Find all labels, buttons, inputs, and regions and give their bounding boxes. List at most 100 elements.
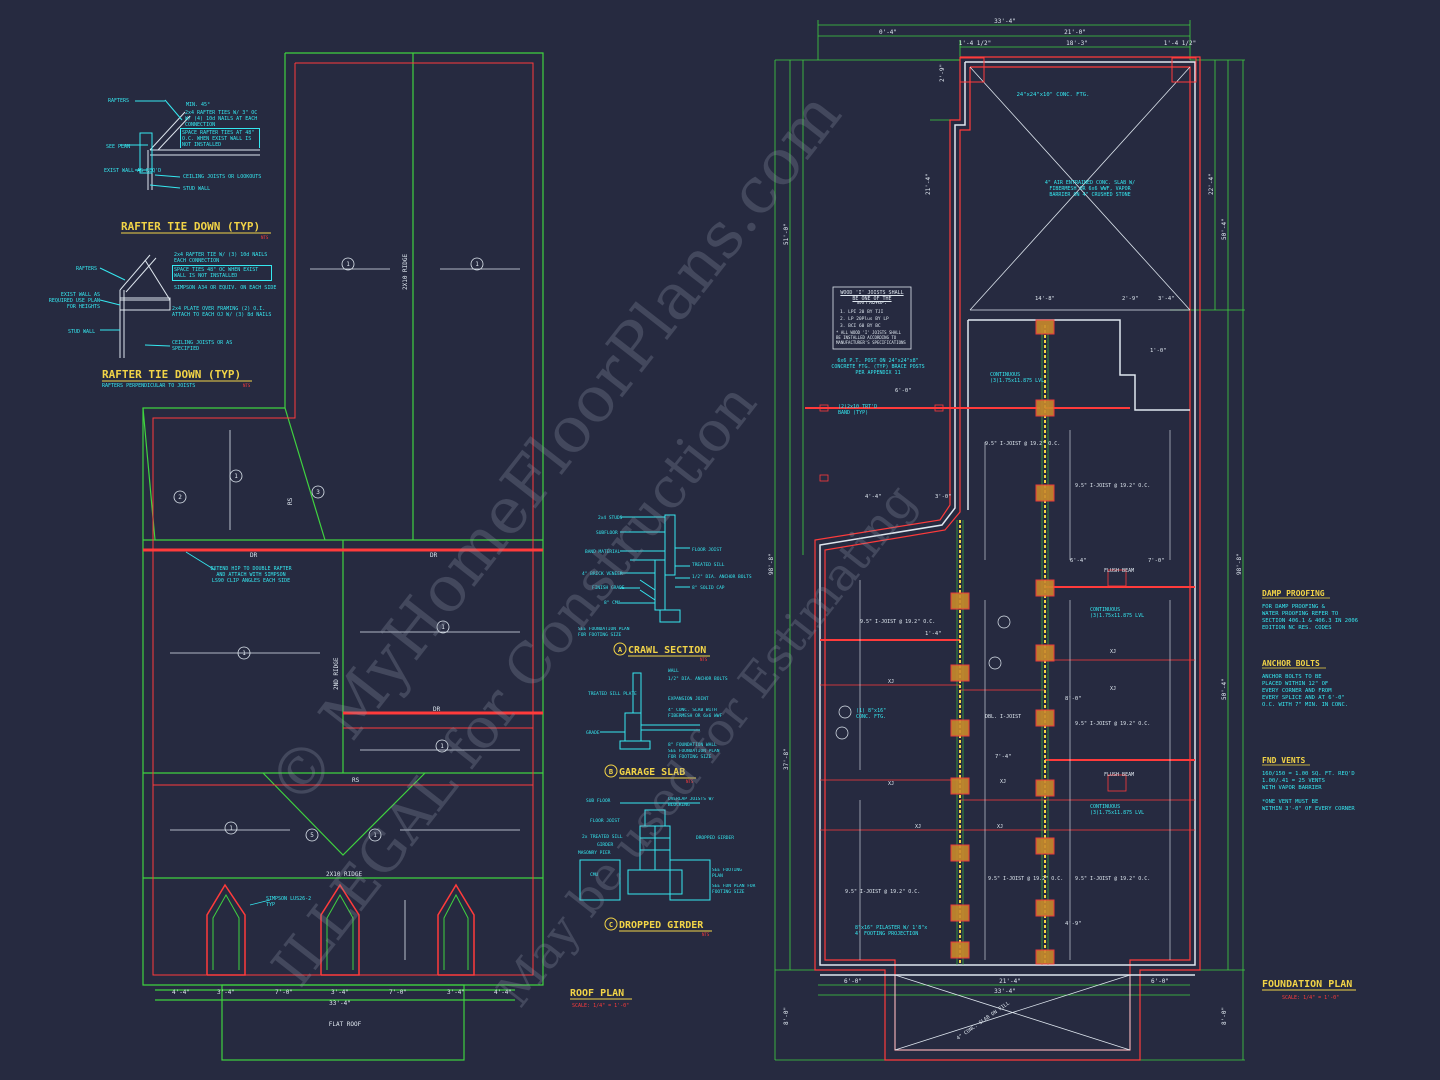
crawl-marker: A (618, 646, 623, 654)
fnd-plan-scale: SCALE: 1/4" = 1'-0" (1282, 995, 1339, 1001)
fnd-dim-bot-1: 6'-0" (844, 978, 862, 985)
roof-plan-title: ROOF PLAN (570, 988, 624, 999)
fnd-xj-1: XJ (888, 679, 894, 685)
rafter2-subtitle: RAFTERS PERPENDICULAR TO JOISTS (102, 383, 195, 389)
girder-note-pier: MASONRY PIER (578, 850, 611, 856)
vents-title: FND VENTS (1262, 756, 1306, 765)
vents-line-6: WITHIN 3'-0" OF EVERY CORNER (1262, 806, 1355, 812)
vents-line-2: 1.00/.41 = 25 VENTS (1262, 778, 1325, 784)
fnd-dim-bot-4: 33'-4" (994, 988, 1016, 995)
girder-note-dropped: DROPPED GIRDER (696, 835, 734, 841)
fnd-small-dim-5: 3'-0" (935, 494, 952, 500)
fnd-dim-top-5: 18'-3" (1066, 40, 1088, 47)
roof-dim-2: 3'-4" (217, 989, 235, 996)
girder-marker: C (609, 921, 613, 929)
fnd-small-dim-4: 4'-4" (865, 494, 882, 500)
girder-note-fdn: SEE FDN PLAN FOR FOOTING SIZE (712, 884, 756, 895)
girder-title: DROPPED GIRDER (619, 920, 704, 931)
girder-note-sill: 2x TREATED SILL (582, 834, 623, 840)
roof-ridge-label-1: 2X10 RIDGE (402, 253, 409, 290)
rafter1-note-rafters: RAFTERS (108, 98, 129, 104)
rafter-tie-detail-2: RAFTERS EXIST WALL AS REQUIRED USE PLAN … (48, 252, 277, 389)
fnd-dbl-joist: DBL. I-JOIST (985, 714, 1021, 720)
fnd-dim-bot-2: 21'-4" (999, 978, 1021, 985)
roof-callout-11: 5 (310, 832, 314, 839)
rafter1-note-ties: 2x4 RAFTER TIES W/ 3" OC W/ (4) 10d NAIL… (185, 110, 258, 128)
crawl-note-band: BAND MATERIAL (585, 549, 621, 555)
fnd-garage-slab: 4" CONC. SLAB ON FILL (956, 1000, 1011, 1041)
fnd-dim-right-5: 8'-0" (1221, 1007, 1228, 1025)
dropped-girder-detail: SUB FLOOR FLOOR JOIST 2x TREATED SILL GI… (578, 797, 756, 937)
crawl-note-studs: 2x4 STUDS (598, 515, 623, 521)
garage-note-sill: TREATED SILL PLATE (588, 691, 637, 697)
fnd-joist-box-line-4: * ALL WOOD 'I' JOISTS SHALL BE INSTALLED… (836, 330, 906, 345)
fnd-small-dim-3: 2'-9" (1122, 296, 1139, 302)
rafter2-note-simpson: SIMPSON A34 OR EQUIV. ON EACH SIDE (174, 285, 276, 291)
vents-line-3: WITH VAPOR BARRIER (1262, 785, 1322, 791)
damp-line-1: FOR DAMP PROOFING & (1262, 604, 1326, 610)
rafter2-title: RAFTER TIE DOWN (TYP) (102, 368, 241, 381)
rafter1-note-exist-wall: EXIST WALL AS REQ'D (104, 168, 161, 174)
rafter1-title: RAFTER TIE DOWN (TYP) (121, 220, 260, 233)
damp-title: DAMP PROOFING (1262, 589, 1325, 598)
crawl-note-joist: FLOOR JOIST (692, 547, 722, 553)
fnd-joist-label-3: 9.5" I-JOIST @ 19.2" O.C. (860, 619, 935, 625)
crawl-note-footing: SEE FOUNDATION PLAN FOR FOOTING SIZE (578, 627, 630, 638)
fnd-joist-label-4: 9.5" I-JOIST @ 19.2" O.C. (988, 876, 1063, 882)
roof-label-rs-2: RS (352, 777, 360, 784)
roof-dim-6: 3'-4" (447, 989, 465, 996)
fnd-xj-2: XJ (1110, 649, 1116, 655)
damp-line-2: WATER PROOFING REFER TO (1262, 611, 1338, 617)
girder-note-cmu: CMU (590, 872, 598, 878)
anchor-line-1: ANCHOR BOLTS TO BE (1262, 674, 1322, 680)
roof-callout-5: 1 (242, 650, 246, 657)
fnd-joist-label-2: 9.5" I-JOIST @ 19.2" O.C. (1075, 483, 1150, 489)
girder-note-joist: FLOOR JOIST (590, 818, 620, 824)
rafter2-scale: NTS (243, 383, 251, 388)
fnd-flush-beam-1: FLUSH BEAM (1104, 568, 1134, 574)
fnd-small-dim-2: 3'-4" (1158, 296, 1175, 302)
fnd-xj-5: XJ (915, 824, 921, 830)
crawl-note-cap: 8" SOLID CAP (692, 585, 725, 591)
anchor-line-5: O.C. WITH 7" MIN. IN CONC. (1262, 702, 1348, 708)
fnd-slab-note: 4" AIR ENTRAINED CONC. SLAB W/ FIBERMESH… (1044, 180, 1136, 198)
fnd-dim-left-2: 37'-8" (783, 748, 790, 770)
fnd-small-dim-10: 1'-0" (1150, 348, 1167, 354)
damp-line-3: SECTION 406.1 & 406.3 IN 2006 (1262, 618, 1358, 624)
anchor-title: ANCHOR BOLTS (1262, 659, 1320, 668)
vents-line-1: 160/150 = 1.00 SQ. FT. REQ'D (1262, 771, 1355, 777)
rafter1-note-see-plan: SEE PLAN (106, 144, 130, 150)
roof-callout-3: 1 (234, 473, 238, 480)
garage-note-footing: SEE FOUNDATION PLAN FOR FOOTING SIZE (668, 749, 720, 760)
roof-callout-7: 1 (229, 825, 233, 832)
fnd-dim-left-4: 2'-9" (939, 64, 946, 82)
roof-dim-4: 3'-4" (331, 989, 349, 996)
rafter2-note-exist-wall: EXIST WALL AS REQUIRED USE PLAN FOR HEIG… (48, 292, 100, 310)
fnd-dim-left-3: 98'-8" (768, 553, 775, 575)
rafter-tie-detail-1: RAFTERS SEE PLAN EXIST WALL AS REQ'D MIN… (104, 98, 271, 240)
anchor-line-4: EVERY SPLICE AND AT 6'-0" (1262, 695, 1345, 701)
garage-note-anchor: 1/2" DIA. ANCHOR BOLTS (668, 676, 728, 682)
rafter2-note-ceiling: CEILING JOISTS OR AS SPECIFIED (172, 340, 233, 352)
roof-dim-5: 7'-0" (389, 989, 407, 996)
girder-note-subfloor: SUB FLOOR (586, 798, 611, 804)
rafter1-note-stud: STUD WALL (183, 186, 210, 192)
crawl-note-anchor: 1/2" DIA. ANCHOR BOLTS (692, 574, 752, 580)
fnd-joist-label-1: 9.5" I-JOIST @ 19.2" O.C. (985, 441, 1060, 447)
crawl-note-brick: 4" BRICK VENEER (582, 571, 623, 577)
fnd-pier-note: 8"x16" PILASTER W/ 1'8"x 4' FOOTING PROJ… (855, 925, 928, 937)
garage-title: GARAGE SLAB (619, 767, 685, 778)
fnd-small-dim-12: 6'-0" (895, 388, 912, 394)
fnd-joist-box-line-2: 2. LP 20Plus BY LP (840, 316, 889, 322)
garage-slab-detail: WALL 1/2" DIA. ANCHOR BOLTS TREATED SILL… (586, 668, 728, 784)
roof-callout-10: 3 (316, 489, 320, 496)
roof-dim-overall: 33'-4" (329, 1000, 351, 1007)
fnd-band-note: (2)2x10 TRT'D BAND (TYP) (838, 404, 878, 416)
fnd-dim-right-3: 98'-8" (1236, 553, 1243, 575)
roof-dim-7: 4'-4" (494, 989, 512, 996)
fnd-joist-label-7: 9.5" I-JOIST @ 19.2" O.C. (1075, 721, 1150, 727)
fnd-dim-bot-3: 6'-0" (1151, 978, 1169, 985)
roof-simpson-note: SIMPSON LUS26-2 TYP (266, 896, 312, 908)
anchor-line-3: EVERY CORNER AND FROM (1262, 688, 1332, 694)
roof-plan-scale: SCALE: 1/4" = 1'-0" (572, 1003, 629, 1009)
